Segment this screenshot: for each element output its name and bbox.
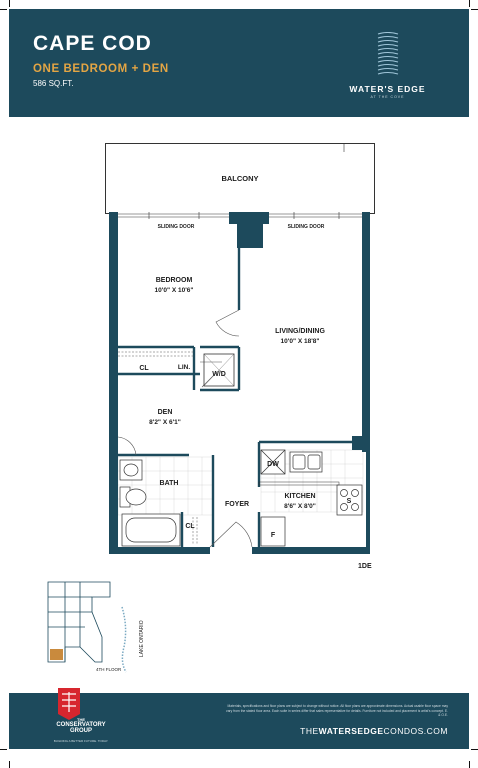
bath-label: BATH (160, 480, 179, 487)
waters-edge-logo-icon (377, 32, 399, 75)
company-tagline: BUILDING A BETTER FUTURE. TODAY. (53, 739, 109, 743)
den-label: DEN (158, 409, 173, 416)
crop-mark (471, 749, 478, 750)
url-bold: WATERSEDGE (318, 726, 384, 736)
closet-label: CL (185, 523, 195, 530)
living-label: LIVING/DINING (275, 328, 325, 335)
url-prefix: THE (300, 726, 319, 736)
exterior-walls (109, 212, 370, 554)
kitchen-label: KITCHEN (284, 493, 315, 500)
key-plan: LAKE ONTARIO (47, 581, 145, 673)
footer-banner (9, 693, 469, 749)
den-size: 8'2" X 6'1" (149, 419, 181, 426)
brand-tagline: AT THE COVE (370, 95, 405, 99)
lake-label: LAKE ONTARIO (139, 620, 145, 657)
url-suffix: CONDOS.COM (383, 726, 448, 736)
sliding-door-label: SLIDING DOOR (288, 224, 325, 230)
closet-label: CL (139, 365, 149, 372)
kitchen-fixtures (260, 449, 363, 547)
crop-mark (469, 761, 470, 768)
company-name: THE CONSERVATORY GROUP (45, 717, 117, 734)
washer-dryer (203, 353, 235, 387)
suite-area: 586 SQ.FT. (33, 79, 74, 88)
foyer-label: FOYER (225, 501, 249, 508)
unit-code: 1DE (358, 563, 372, 570)
floor-plan: BALCONY SLIDING DOOR SLIDING DOOR BEDROO… (105, 143, 375, 554)
washer-dryer-label: W/D (212, 371, 226, 378)
balcony-label: BALCONY (221, 174, 258, 183)
crop-mark (469, 0, 470, 7)
crop-mark (9, 761, 10, 768)
dishwasher-label: DW (267, 461, 279, 468)
living-size: 10'0" X 18'8" (281, 338, 320, 345)
floor-label: 4TH FLOOR (96, 667, 122, 672)
bedroom-size: 10'0" X 10'6" (155, 287, 194, 294)
balcony-outline (105, 143, 375, 214)
closet-shelves (118, 351, 198, 545)
conservatory-group-logo-icon (58, 688, 80, 720)
bedroom-label: BEDROOM (156, 277, 193, 284)
company-name-line: GROUP (69, 728, 92, 734)
interior-walls (118, 242, 352, 547)
bath-fixtures (119, 459, 181, 547)
crop-mark (9, 0, 10, 7)
crop-mark (471, 9, 478, 10)
sliding-door-label: SLIDING DOOR (158, 224, 195, 230)
kitchen-size: 8'6" X 8'0" (284, 503, 316, 510)
legal-disclaimer: Materials, specifications and floor plan… (226, 704, 448, 718)
website-link[interactable]: THEWATERSEDGECONDOS.COM (286, 726, 448, 736)
stove-label: S (347, 498, 352, 505)
suite-type: ONE BEDROOM + DEN (33, 63, 169, 75)
company-name-line: CONSERVATORY (56, 722, 106, 728)
sliding-door-glazing (118, 212, 362, 219)
header-banner (9, 9, 469, 117)
suite-title: CAPE COD (33, 32, 152, 55)
crop-mark (0, 9, 7, 10)
brand-name: WATER'S EDGE (349, 84, 426, 94)
crop-mark (0, 749, 7, 750)
linen-label: LIN. (178, 364, 190, 371)
company-name-line: THE (77, 717, 85, 722)
fridge-label: F (271, 532, 276, 539)
highlighted-unit (50, 649, 63, 660)
